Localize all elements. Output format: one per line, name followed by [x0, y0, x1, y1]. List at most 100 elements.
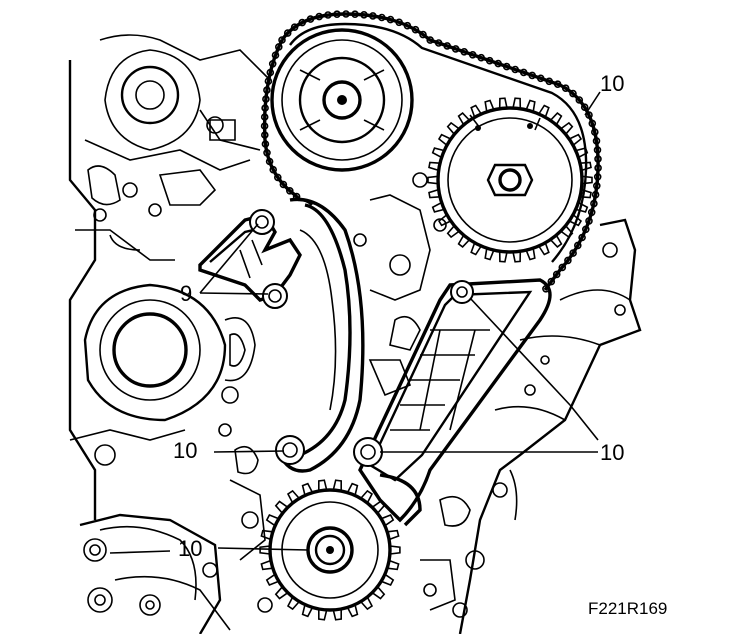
chain-link — [451, 45, 460, 53]
gear-tooth — [286, 489, 300, 504]
gear-tooth — [380, 513, 395, 527]
chain-link — [351, 10, 359, 18]
gear-tooth — [512, 97, 522, 109]
gear-tooth — [581, 175, 593, 185]
gear-tooth — [579, 188, 592, 199]
chain-link — [485, 56, 494, 65]
chain-link — [298, 18, 307, 27]
gear-tooth — [380, 573, 395, 587]
gear-tooth — [437, 133, 452, 146]
chain-link — [585, 111, 593, 119]
gear-tooth — [470, 242, 482, 256]
chain-link — [261, 140, 270, 148]
gear-tooth — [568, 133, 583, 146]
chain-link — [279, 180, 288, 189]
chain-link — [569, 249, 577, 257]
chain-link — [260, 122, 269, 130]
gear-tooth — [484, 248, 495, 261]
chain-link — [581, 225, 590, 234]
gear-tooth — [387, 559, 400, 571]
callout-10-bottom-left: 10 — [178, 536, 203, 561]
chain-link — [283, 29, 292, 37]
chain-link — [260, 113, 269, 121]
chain-link — [264, 77, 273, 85]
engine-block-outline — [68, 34, 642, 635]
chain-link — [561, 84, 570, 92]
chain-link — [588, 119, 597, 128]
chain-link — [434, 39, 443, 47]
gear-tooth — [318, 609, 328, 621]
crankshaft-sprocket — [259, 479, 401, 621]
chain-link — [569, 89, 577, 98]
gear-tooth — [286, 596, 300, 611]
chain-link — [386, 15, 395, 24]
gear-tooth — [498, 97, 508, 109]
gear-tooth — [274, 586, 289, 600]
chain-link — [511, 65, 520, 74]
gear-tooth — [301, 604, 314, 618]
chain-link — [573, 241, 582, 250]
chain-link — [261, 104, 269, 112]
chain-link — [552, 270, 561, 279]
gear-tooth — [389, 545, 401, 555]
callout-10-right: 10 — [600, 440, 625, 465]
chain-link — [575, 96, 584, 104]
chain-link — [262, 95, 270, 103]
gear-tooth — [260, 529, 273, 541]
chain-link — [263, 149, 271, 157]
chain-link — [377, 13, 386, 22]
chain-link — [290, 23, 299, 32]
chain-link — [553, 80, 562, 88]
chain-link — [580, 103, 589, 111]
gear-tooth — [360, 489, 374, 504]
chain-link — [443, 42, 452, 50]
chain-link — [592, 137, 601, 145]
camshaft-sprocket-left — [270, 28, 414, 172]
gear-tooth — [265, 513, 280, 527]
chain-link — [342, 10, 350, 18]
chain-link — [590, 199, 598, 208]
chain-link — [528, 71, 537, 80]
chain-link — [271, 51, 280, 60]
chain-link — [269, 165, 278, 174]
chain-link — [315, 12, 324, 21]
chain-link — [460, 47, 469, 56]
gear-tooth — [512, 251, 522, 263]
chain-link — [263, 86, 271, 94]
gear-tooth — [446, 121, 460, 135]
chain-guide-rail — [358, 278, 552, 527]
callout-10-middle-left: 10 — [173, 438, 198, 463]
gear-tooth — [387, 529, 400, 541]
chain-link — [273, 173, 282, 182]
chain-link — [477, 53, 486, 62]
callout-9: 9 — [180, 281, 193, 306]
chain-link — [502, 62, 511, 71]
pivot-bolts — [249, 209, 474, 467]
gear-tooth — [346, 482, 359, 496]
gear-tooth — [437, 214, 452, 227]
chain-link — [285, 187, 294, 195]
chain-link — [590, 128, 599, 136]
gear-tooth — [470, 104, 482, 118]
gear-tooth — [360, 596, 374, 611]
chain-link — [324, 11, 332, 19]
gear-tooth — [318, 479, 328, 491]
gear-tooth — [538, 242, 550, 256]
chain-link — [591, 190, 600, 199]
chain-link — [403, 21, 412, 30]
gear-tooth — [549, 112, 563, 126]
gear-tooth — [549, 234, 563, 248]
chain-link — [395, 18, 403, 27]
chain-link — [369, 12, 377, 20]
gear-tooth — [484, 99, 495, 112]
gear-tooth — [457, 112, 471, 126]
figure-reference: F221R169 — [588, 599, 668, 618]
chain-link — [593, 146, 602, 154]
chain-link — [260, 131, 269, 139]
chain-link — [592, 182, 601, 190]
gear-tooth — [346, 604, 359, 618]
gear-tooth — [332, 479, 342, 491]
callout-10-top-right: 10 — [600, 71, 625, 96]
